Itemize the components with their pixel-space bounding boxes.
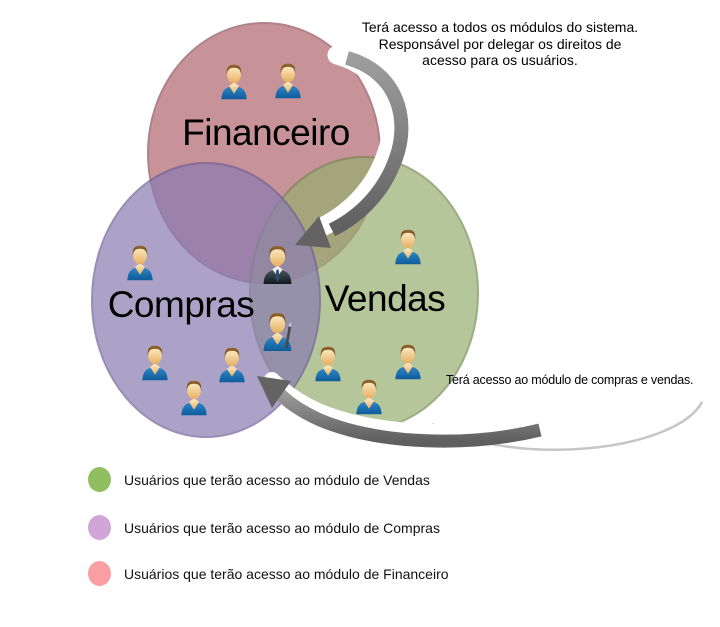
user-icon — [313, 344, 343, 387]
compras-label: Compras — [107, 284, 255, 325]
admin-note-line-1: Terá acesso a todos os módulos do sistem… — [361, 19, 639, 35]
legend-item-compras: Usuários que terão acesso ao módulo de C… — [88, 515, 440, 540]
user-icon — [354, 377, 384, 420]
user-icon — [125, 243, 155, 286]
admin-user-icon — [261, 243, 294, 290]
user-icon — [219, 62, 249, 105]
vendas-label: Vendas — [324, 278, 446, 319]
user-icon — [393, 227, 423, 270]
user-icon — [273, 61, 303, 104]
legend-item-financeiro: Usuários que terão acesso ao módulo de F… — [88, 561, 449, 586]
admin-access-note: Terá acesso a todos os módulos do sistem… — [335, 19, 665, 69]
supervisor-user-icon — [261, 310, 294, 357]
compras-vendas-arrow-icon — [257, 372, 546, 448]
admin-note-line-3: acesso para os usuários. — [422, 52, 578, 68]
financeiro-label: Financeiro — [182, 112, 350, 153]
legend-item-vendas: Usuários que terão acesso ao módulo de V… — [88, 467, 430, 492]
compras-legend-dot-icon — [88, 515, 111, 540]
shared-access-note: Terá acesso ao módulo de compras e venda… — [446, 373, 694, 387]
vendas-legend-dot-icon — [88, 467, 111, 492]
user-icon — [393, 342, 423, 385]
user-icon — [179, 378, 209, 421]
user-icon — [140, 343, 170, 386]
legend-label-vendas: Usuários que terão acesso ao módulo de V… — [124, 471, 430, 488]
admin-arrow-icon — [295, 45, 409, 248]
financeiro-legend-dot-icon — [88, 561, 111, 586]
legend-label-financeiro: Usuários que terão acesso ao módulo de F… — [124, 565, 449, 582]
legend-label-compras: Usuários que terão acesso ao módulo de C… — [124, 519, 440, 536]
admin-note-line-2: Responsável por delegar os direitos de — [378, 35, 622, 52]
user-icon — [217, 345, 247, 388]
